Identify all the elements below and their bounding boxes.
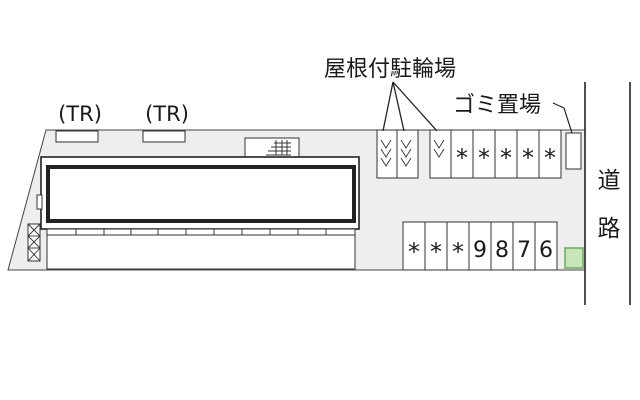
parking-upper-labels: * * * * * (456, 144, 556, 172)
garbage-area-box (565, 132, 582, 170)
parking-upper-stall-5: * (544, 144, 556, 172)
building-corridor (46, 228, 356, 270)
side-storage-marks (27, 223, 41, 262)
parking-lower-stall-1: * (408, 238, 420, 266)
corridor-unit-ticks (75, 229, 327, 235)
parking-lower-stall-4: 9 (473, 238, 487, 263)
parking-lower-stall-6: 7 (517, 238, 531, 263)
transformer-label-2: (TR) (145, 102, 189, 126)
bicycle-parking-leaders (382, 81, 438, 132)
bicycle-marks (380, 139, 445, 167)
parking-lower-stall-5: 8 (495, 238, 509, 263)
building-inner (46, 165, 356, 223)
parking-lower-stall-3: * (452, 238, 464, 266)
meter-box (36, 194, 43, 210)
parking-upper-stall-4: * (522, 144, 534, 172)
road-label-char-1: 道 (598, 168, 621, 194)
parking-lower-stall-7: 6 (539, 238, 553, 263)
parking-upper-stall-2: * (478, 144, 490, 172)
bicycle-parking-label: 屋根付駐輪場 (324, 57, 456, 82)
transformer-box-1 (55, 130, 99, 143)
parking-upper-stalls (450, 129, 562, 179)
parking-lower-stalls (402, 221, 558, 271)
road-label-char-2: 路 (598, 216, 621, 242)
transformer-box-2 (142, 130, 186, 143)
stairs-icon (266, 140, 291, 156)
planting-icon (564, 247, 584, 269)
garbage-area-leader (552, 102, 573, 134)
parking-upper-stall-1: * (456, 144, 468, 172)
garbage-area-label: ゴミ置場 (453, 93, 541, 118)
parking-upper-stall-3: * (500, 144, 512, 172)
parking-lower-labels: * * * 9 8 7 6 (408, 238, 553, 266)
parking-lower-stall-2: * (430, 238, 442, 266)
transformer-label-1: (TR) (58, 102, 102, 126)
